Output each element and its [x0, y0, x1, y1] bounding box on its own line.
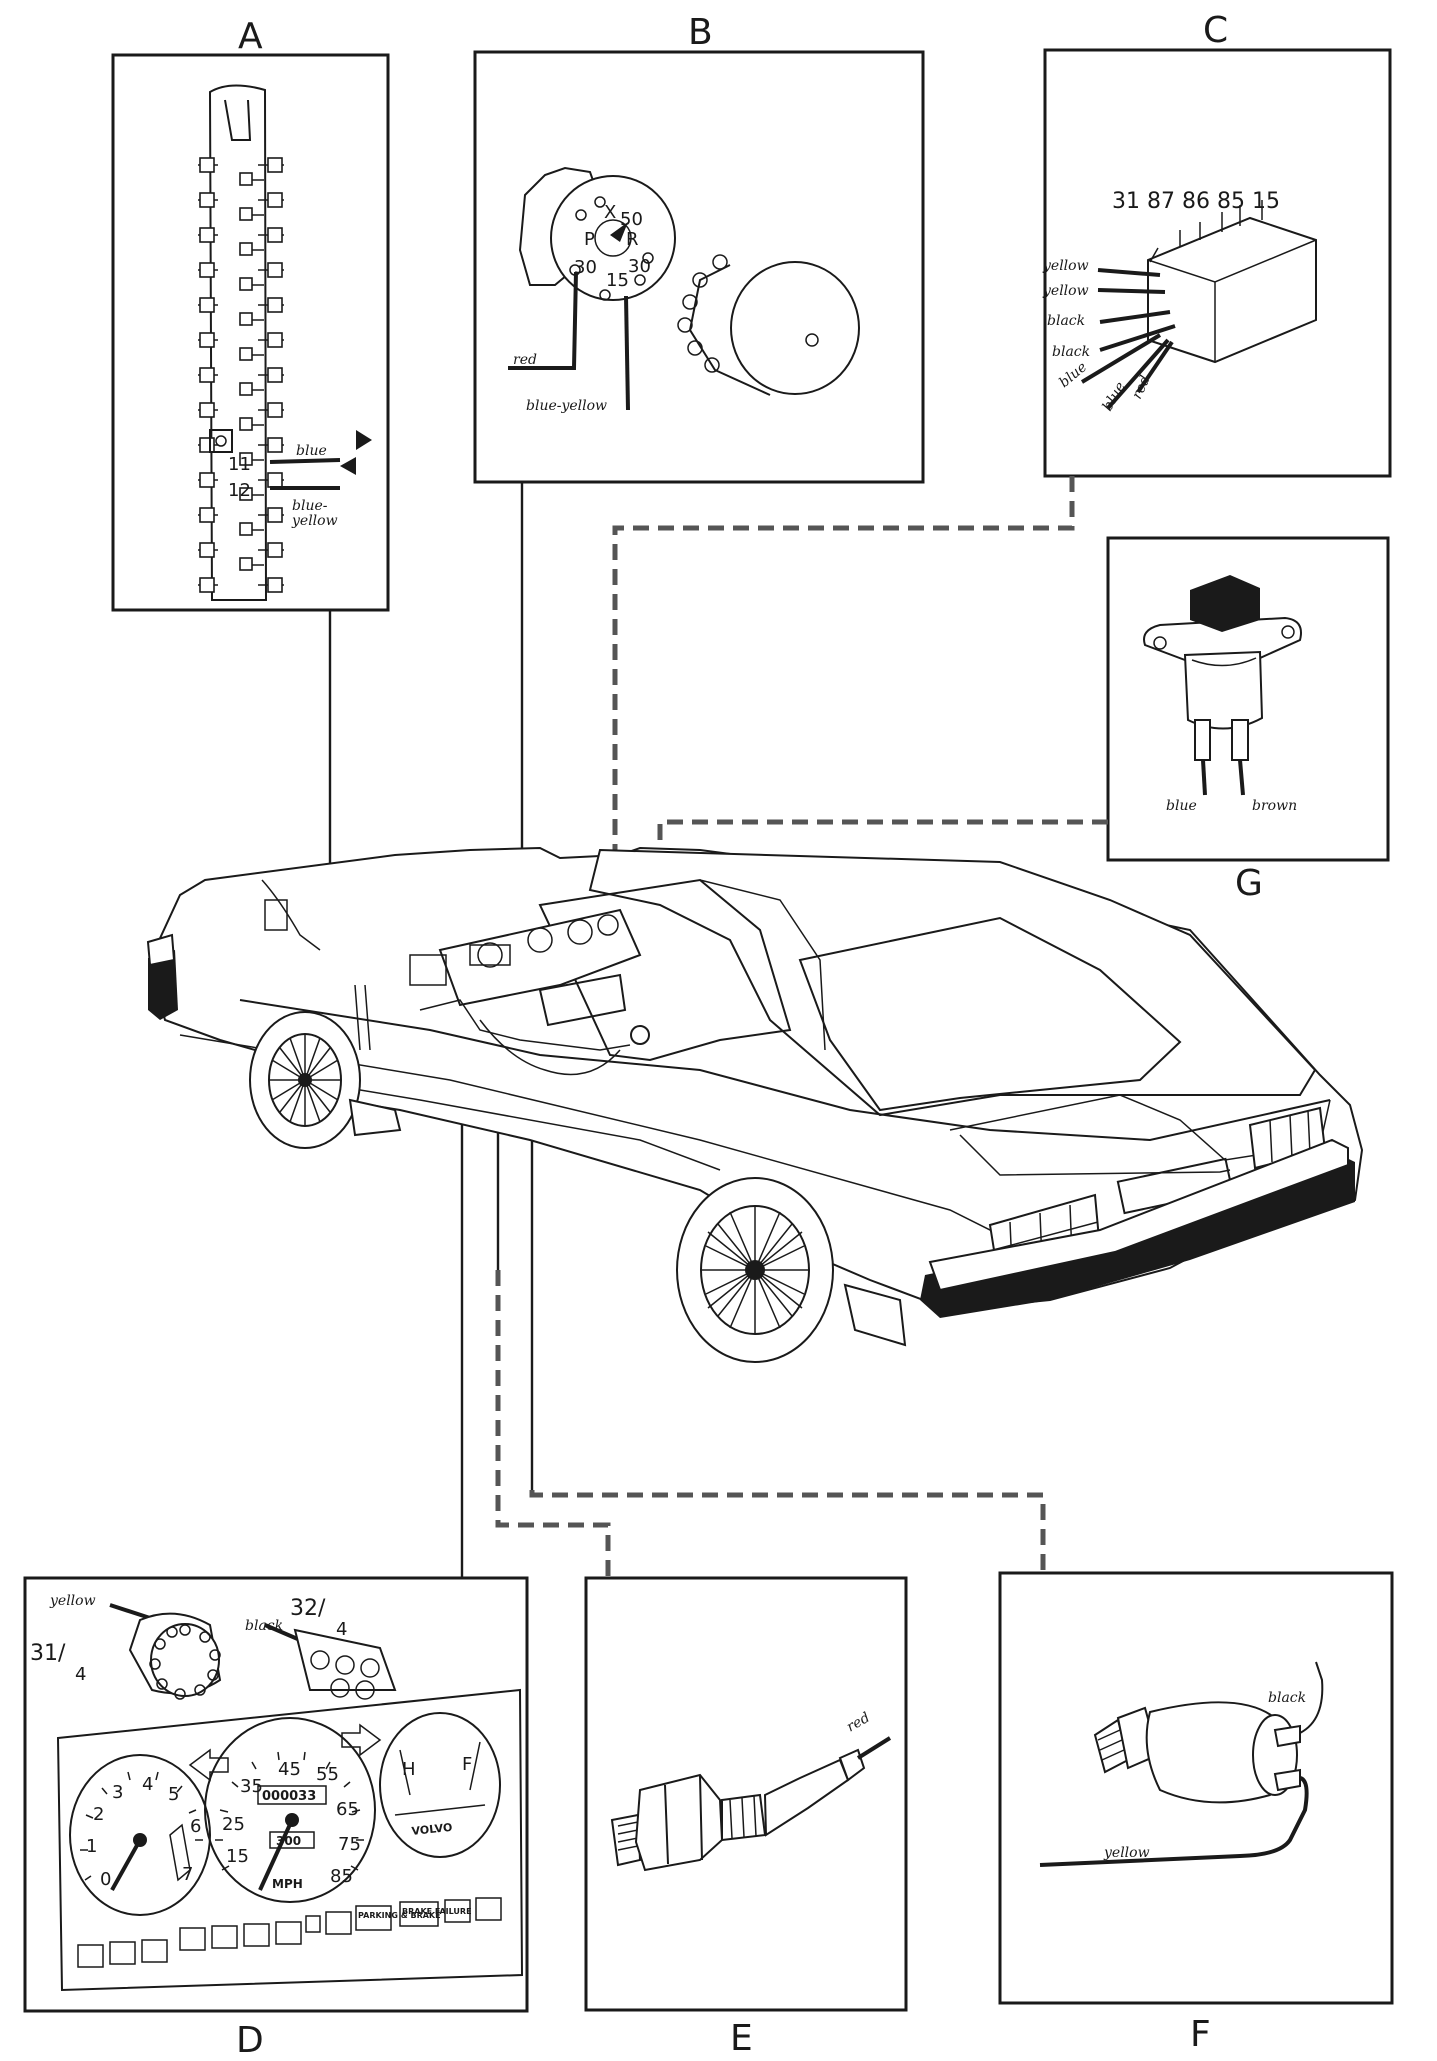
warning-parking-brake: PARKING & BRAKE — [358, 1911, 441, 1920]
speedo-55: 55 — [316, 1764, 339, 1785]
panel-c-wire-yellow-1: yellow — [1042, 258, 1089, 274]
panel-b-pos-50: 50 — [620, 209, 643, 230]
panel-b-pos-15: 15 — [606, 270, 629, 291]
panel-c-wire-blue-1: blue — [1056, 359, 1090, 391]
panel-f-wire-black: black — [1268, 1690, 1306, 1706]
panel-b-ignition-switch — [508, 166, 860, 411]
tach-5: 5 — [168, 1784, 179, 1805]
panel-a-terminal-11: 11 — [228, 454, 251, 475]
speedo-25: 25 — [222, 1814, 245, 1835]
panel-b-frame — [473, 50, 925, 484]
panel-d-cluster — [56, 1688, 524, 1992]
panel-a-wire-blue: blue — [296, 443, 327, 459]
panel-g-wire-brown: brown — [1252, 798, 1297, 814]
gauge-h: H — [402, 1759, 416, 1780]
speedo-odometer: 000033 — [262, 1789, 316, 1804]
tach-2: 2 — [93, 1804, 104, 1825]
speedo-15: 15 — [226, 1846, 249, 1867]
panel-d-connector-31-sub: 4 — [75, 1664, 86, 1685]
panel-c-wire-black-2: black — [1052, 344, 1090, 360]
speedo-35: 35 — [240, 1776, 263, 1797]
panel-a-terminal-block — [198, 84, 372, 601]
panel-a-letter: A — [238, 16, 263, 57]
panel-b-letter: B — [688, 12, 713, 53]
panel-d-connector-32: 32/ — [290, 1596, 326, 1621]
panel-b-pos-p: P — [584, 229, 595, 250]
panel-b-wire-red: red — [513, 352, 537, 368]
brand-logo: VOLVO — [411, 1821, 453, 1838]
tach-0: 0 — [100, 1869, 111, 1890]
panel-c-terminals: 31 87 86 85 15 — [1112, 189, 1280, 214]
panel-a-terminal-12: 12 — [228, 480, 251, 501]
tach-1: 1 — [86, 1836, 97, 1857]
tach-7: 7 — [182, 1864, 193, 1885]
speedo-unit: MPH — [272, 1877, 303, 1891]
panel-e-sender — [610, 1736, 892, 1872]
panel-f-wire-yellow: yellow — [1103, 1845, 1150, 1861]
panel-g-letter: G — [1235, 863, 1263, 904]
panel-a-frame — [111, 53, 390, 612]
panel-g-wire-blue: blue — [1166, 798, 1197, 814]
panel-g-frame — [1106, 536, 1390, 862]
panel-c-wire-black-1: black — [1047, 313, 1085, 329]
panel-b-pos-x: X — [604, 202, 616, 223]
gauge-f: F — [462, 1754, 472, 1775]
tach-4: 4 — [142, 1774, 153, 1795]
panel-f-switch — [1039, 1661, 1324, 1867]
panel-c-frame — [1043, 48, 1392, 478]
speedo-75: 75 — [338, 1834, 361, 1855]
panel-e-frame — [584, 1576, 908, 2012]
speedo-45: 45 — [278, 1759, 301, 1780]
car-illustration — [146, 846, 1364, 1363]
panel-a-wire-blue-yellow-2: yellow — [291, 513, 338, 529]
warning-brake-failure: BRAKE FAILURE — [402, 1907, 472, 1916]
speedo-trip: 300 — [276, 1834, 301, 1848]
tach-6: 6 — [190, 1816, 201, 1837]
panel-f-letter: F — [1190, 2014, 1211, 2055]
panel-g-push-switch — [1143, 575, 1302, 796]
speedo-85: 85 — [330, 1866, 353, 1887]
panel-d-connector-32-sub: 4 — [336, 1619, 347, 1640]
panel-c-wire-yellow-2: yellow — [1042, 283, 1089, 299]
panel-c-wire-blue-2: blue — [1100, 379, 1129, 414]
panel-d-frame — [23, 1576, 529, 2013]
speedo-65: 65 — [336, 1799, 359, 1820]
panel-e-letter: E — [730, 2018, 753, 2059]
panel-e-wire-red: red — [844, 1710, 873, 1736]
panel-d-letter: D — [236, 2020, 264, 2061]
panel-c-relay — [1080, 200, 1317, 410]
panel-b-pos-30b: 30 — [628, 256, 651, 277]
panel-d-connector-31: 31/ — [30, 1641, 66, 1666]
tach-3: 3 — [112, 1782, 123, 1803]
panel-d-wire-yellow: yellow — [49, 1593, 96, 1609]
panel-c-letter: C — [1203, 10, 1228, 51]
panel-b-wire-blue-yellow: blue-yellow — [526, 398, 607, 414]
panel-b-pos-r: R — [626, 229, 639, 250]
panel-d-connectors — [109, 1603, 397, 1700]
panel-a-wire-blue-yellow-1: blue- — [292, 498, 328, 514]
panel-f-frame — [998, 1571, 1394, 2005]
panel-d-wire-black: black — [245, 1618, 283, 1634]
panel-b-pos-30a: 30 — [574, 257, 597, 278]
